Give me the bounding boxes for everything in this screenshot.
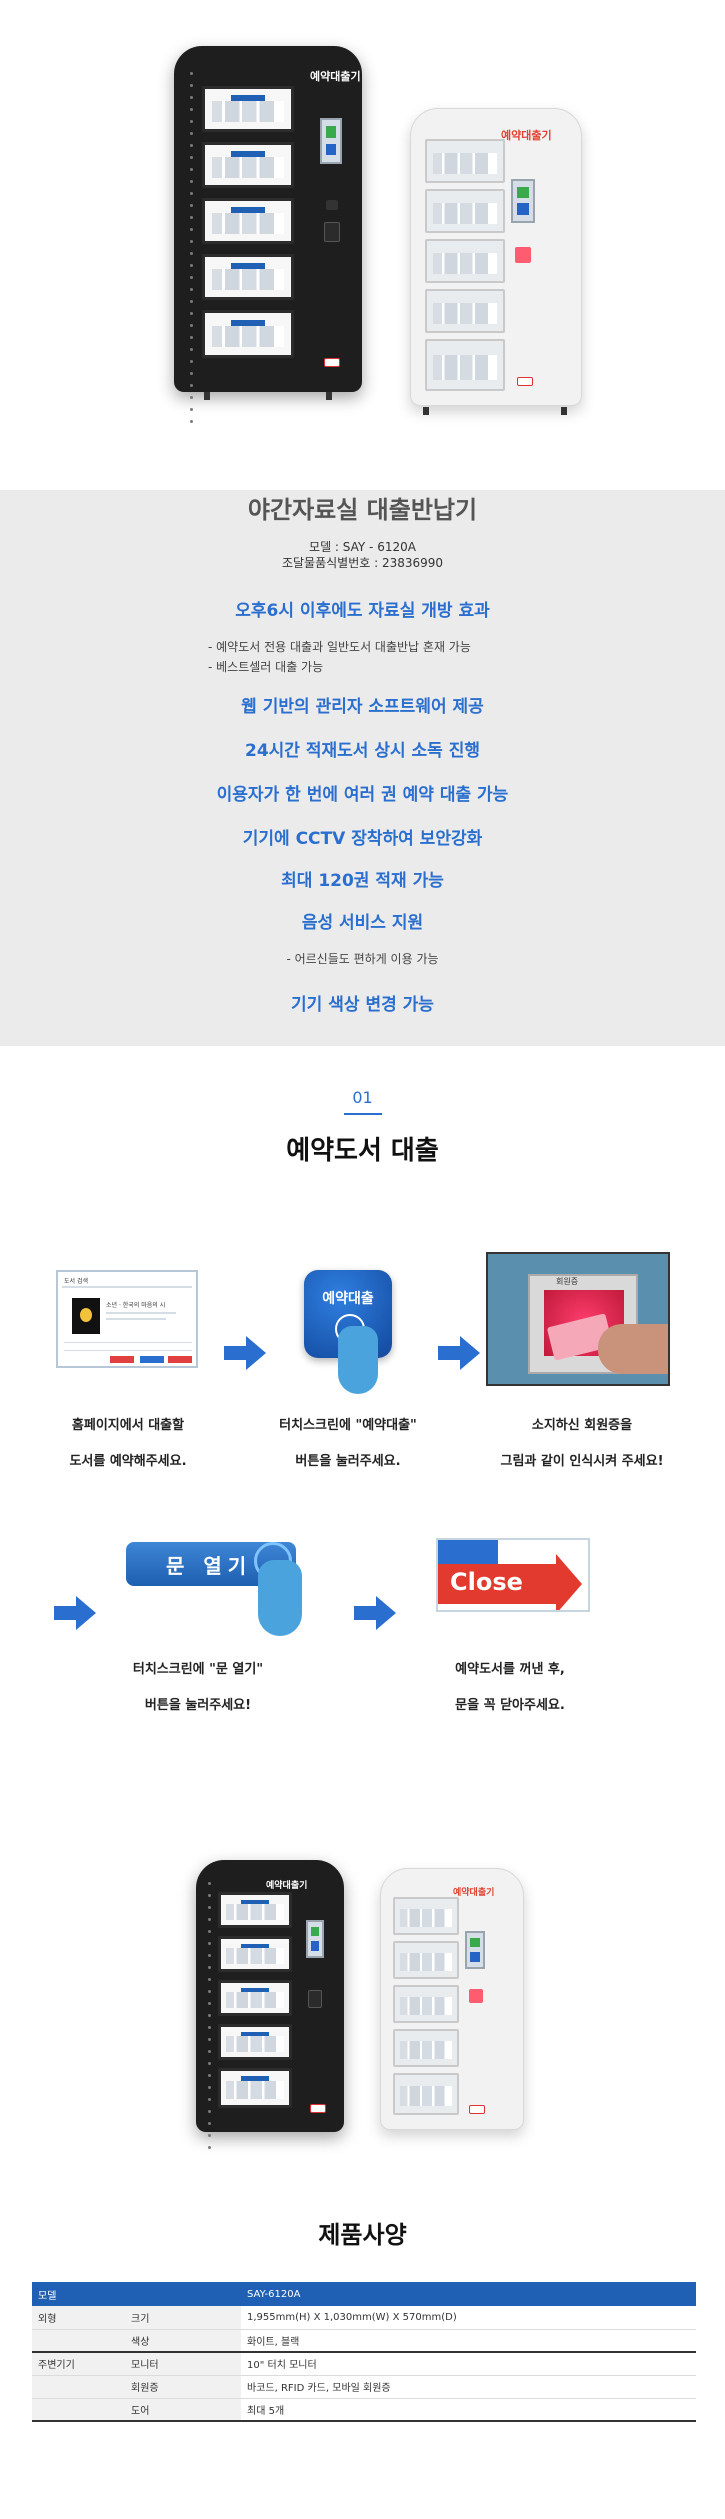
table-row: 색상 화이트, 블랙 bbox=[32, 2329, 696, 2353]
spec-header-label: 모델 bbox=[32, 2282, 241, 2306]
model-number: 모델 : SAY - 6120A bbox=[309, 540, 416, 554]
product-info-section: 야간자료실 대출반납기 모델 : SAY - 6120A 조달물품식별번호 : … bbox=[0, 490, 725, 1046]
locker-doors bbox=[202, 86, 294, 376]
locker-door bbox=[425, 139, 505, 183]
locker-door bbox=[425, 339, 505, 391]
hand-photo bbox=[598, 1324, 668, 1374]
open-door-label: 문 열기 bbox=[166, 1554, 253, 1578]
feature-title: 웹 기반의 관리자 소프트웨어 제공 bbox=[241, 697, 484, 717]
reader-label: 회원증 bbox=[556, 1277, 579, 1286]
section-number: 01 bbox=[352, 1088, 373, 1107]
feature-title: 기기 색상 변경 가능 bbox=[291, 995, 434, 1015]
section-divider bbox=[344, 1113, 382, 1115]
locker-door bbox=[202, 310, 294, 358]
machine-vent bbox=[190, 72, 193, 432]
locker-door bbox=[202, 198, 294, 244]
feature-sub: - 어르신들도 편하게 이용 가능 bbox=[286, 952, 439, 966]
locker-door bbox=[425, 289, 505, 333]
locker-doors bbox=[393, 1897, 459, 2121]
machine-brand-label: 예약대출기 bbox=[453, 1888, 495, 1898]
locker-door bbox=[202, 254, 294, 300]
touch-screen bbox=[511, 179, 535, 223]
locker-doors bbox=[425, 139, 505, 397]
spec-table: 모델 SAY-6120A 외형 크기 1,955mm(H) X 1,030mm(… bbox=[32, 2282, 696, 2422]
pointing-hand-icon bbox=[338, 1326, 378, 1394]
logo-badge bbox=[310, 2104, 326, 2113]
feature-title: 이용자가 한 번에 여러 권 예약 대출 가능 bbox=[216, 785, 509, 805]
feature-sub: - 예약도서 전용 대출과 일반도서 대출반납 혼재 가능 bbox=[208, 640, 471, 654]
web-search-title: 도서 검색 bbox=[64, 1278, 88, 1285]
locker-door bbox=[202, 86, 294, 132]
step-card-reader-image: 회원증 bbox=[486, 1252, 670, 1386]
machine-brand-label: 예약대출기 bbox=[266, 1881, 308, 1891]
feature-sub: - 베스트셀러 대출 가능 bbox=[208, 660, 324, 674]
card-reader bbox=[326, 200, 338, 210]
cctv-slot bbox=[324, 222, 340, 242]
machine-vent bbox=[208, 1882, 211, 2158]
table-row: 주변기기 모니터 10" 터치 모니터 bbox=[32, 2352, 696, 2376]
touch-screen bbox=[465, 1931, 485, 1969]
logo-badge bbox=[324, 358, 340, 367]
machine-brand-label: 예약대출기 bbox=[310, 70, 361, 83]
product-title: 야간자료실 대출반납기 bbox=[247, 496, 478, 524]
machine-brand-label: 예약대출기 bbox=[501, 129, 552, 142]
black-locker-machine: 예약대출기 bbox=[174, 46, 362, 423]
feature-title: 24시간 적재도서 상시 소독 진행 bbox=[244, 741, 480, 761]
touch-screen bbox=[320, 118, 342, 164]
close-label: Close bbox=[450, 1568, 523, 1596]
locker-door bbox=[425, 189, 505, 233]
feature-title: 기기에 CCTV 장착하여 보안강화 bbox=[242, 829, 483, 849]
locker-doors bbox=[218, 1892, 292, 2120]
book-cover bbox=[72, 1298, 100, 1334]
feature-title: 음성 서비스 지원 bbox=[301, 913, 424, 933]
step-close-image: Close bbox=[436, 1538, 590, 1612]
white-locker-machine: 예약대출기 bbox=[380, 1868, 524, 2130]
step-caption: 터치스크린에 "예약대출"버튼을 눌러주세요. bbox=[279, 1418, 417, 1469]
step-caption: 예약도서를 꺼낸 후,문을 꼭 닫아주세요. bbox=[455, 1662, 565, 1713]
step-website-image: 도서 검색 소년 · 한국의 마음의 시 bbox=[56, 1270, 198, 1368]
spec-header-row: 모델 SAY-6120A bbox=[32, 2282, 696, 2306]
table-row: 외형 크기 1,955mm(H) X 1,030mm(W) X 570mm(D) bbox=[32, 2306, 696, 2330]
logo-badge bbox=[469, 2105, 485, 2114]
arrow-right-icon bbox=[224, 1336, 266, 1370]
feature-title: 오후6시 이후에도 자료실 개방 효과 bbox=[235, 601, 490, 621]
spec-header-value: SAY-6120A bbox=[241, 2282, 696, 2306]
reserve-loan-label: 예약대출 bbox=[322, 1291, 374, 1307]
pointing-hand-icon bbox=[258, 1560, 302, 1636]
arrow-right-icon bbox=[354, 1596, 396, 1630]
touch-screen bbox=[306, 1920, 324, 1958]
logo-badge bbox=[517, 377, 533, 386]
white-locker-machine: 예약대출기 bbox=[410, 108, 582, 415]
arrow-right-icon bbox=[438, 1336, 480, 1370]
hero-machines: 예약대출기 예약대출기 bbox=[0, 0, 725, 490]
procurement-number: 조달물품식별번호 : 23836990 bbox=[281, 556, 444, 570]
card-reader bbox=[515, 247, 531, 263]
cctv-slot bbox=[308, 1990, 322, 2008]
step-caption: 터치스크린에 "문 열기"버튼을 눌러주세요! bbox=[132, 1662, 264, 1713]
web-book-title: 소년 · 한국의 마음의 시 bbox=[106, 1302, 166, 1309]
card-reader bbox=[469, 1989, 483, 2003]
locker-door bbox=[202, 142, 294, 188]
black-locker-machine: 예약대출기 bbox=[196, 1860, 344, 2149]
section-title: 예약도서 대출 bbox=[286, 1136, 439, 1166]
feature-title: 최대 120권 적재 가능 bbox=[281, 871, 444, 891]
table-row: 회원증 바코드, RFID 카드, 모바일 회원증 bbox=[32, 2375, 696, 2399]
locker-door bbox=[425, 239, 505, 283]
arrow-right-icon bbox=[54, 1596, 96, 1630]
table-row: 도어 최대 5개 bbox=[32, 2398, 696, 2422]
spec-title: 제품사양 bbox=[318, 2221, 407, 2249]
